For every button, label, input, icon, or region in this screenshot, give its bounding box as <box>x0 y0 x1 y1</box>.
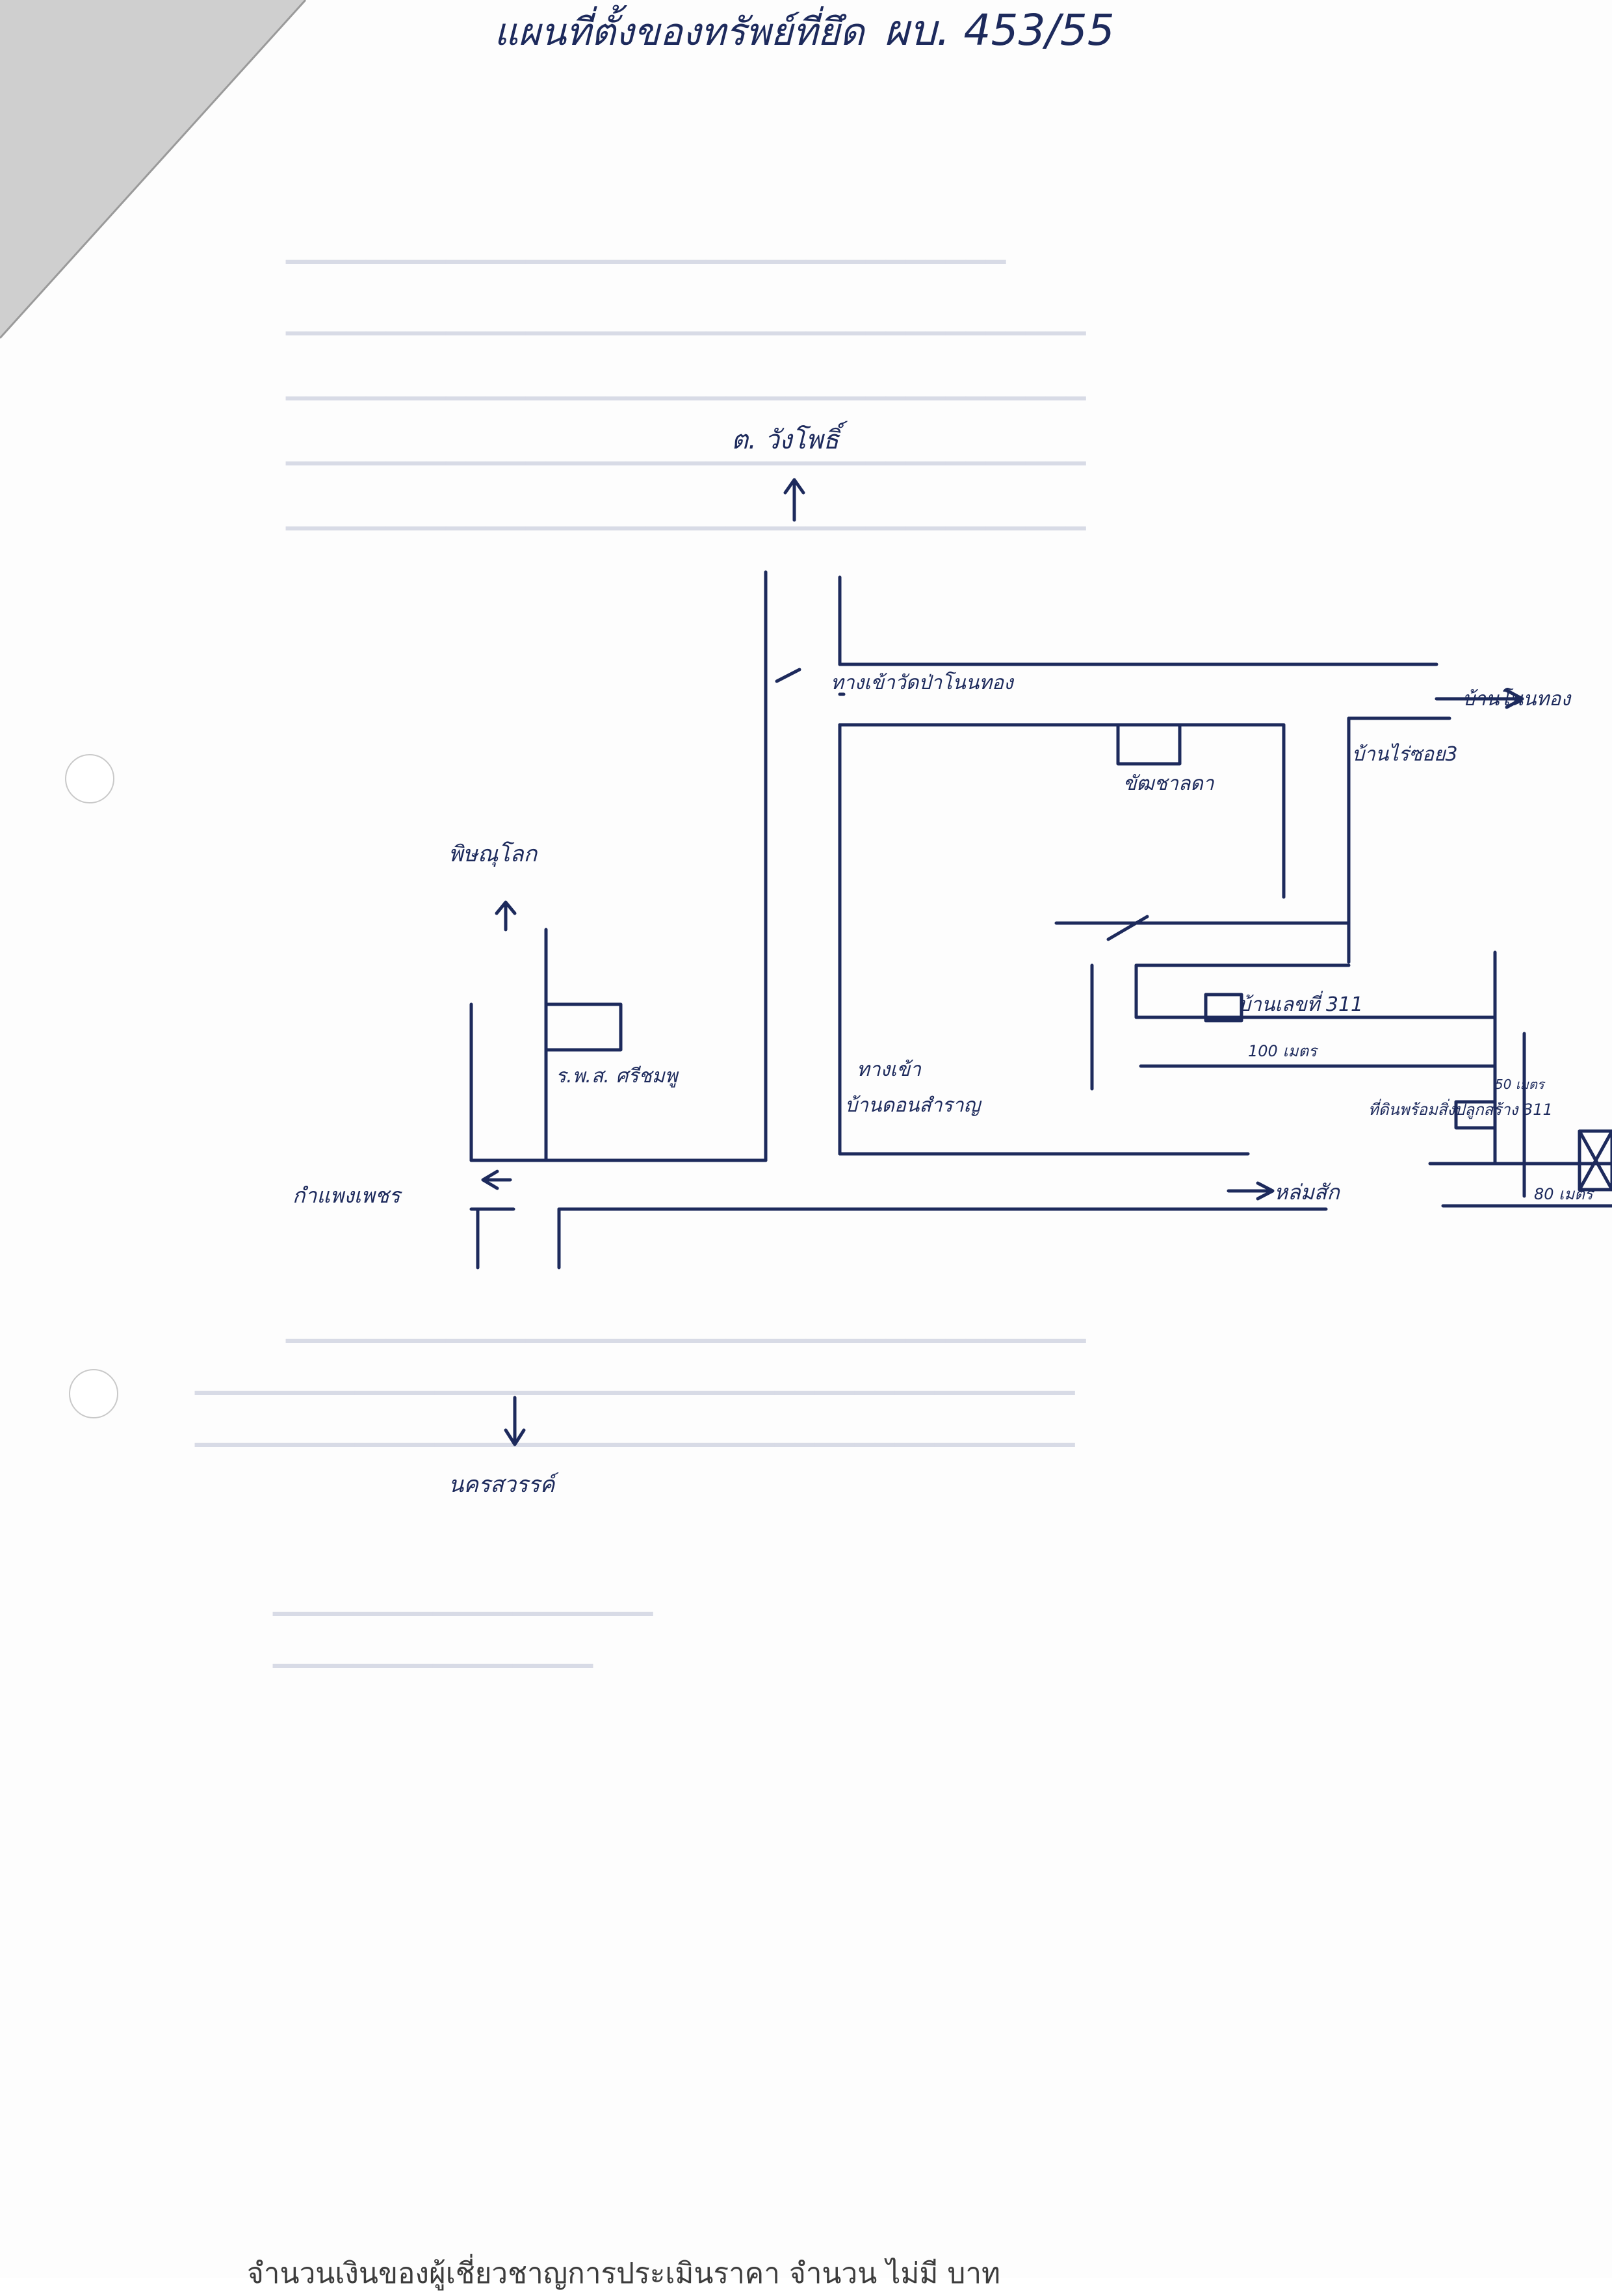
page-title: แผนที่ตั้งของทรัพย์ที่ยึด <box>494 10 864 54</box>
label-temple-road: ทางเข้าวัดป่าโนนทอง <box>831 671 1015 694</box>
label-dist-80: 80 เมตร <box>1534 1185 1595 1203</box>
label-lom-sak: หล่มสัก <box>1274 1180 1340 1205</box>
label-school-left: ร.พ.ส. ศรีชมพู <box>556 1065 679 1088</box>
label-village-road: บ้านดอนสำราญ <box>845 1094 982 1117</box>
bleed-through-line: ▁▁▁▁▁▁▁▁▁▁▁▁▁▁▁▁▁▁▁▁▁▁▁▁▁▁▁▁▁▁▁▁▁▁▁▁▁▁▁▁ <box>286 1313 1086 1343</box>
bleed-through-line: ▁▁▁▁▁▁▁▁▁▁▁▁▁▁▁▁ <box>273 1638 593 1668</box>
block-top-edge <box>838 723 1286 899</box>
bleed-through-line: ▁▁▁▁▁▁▁▁▁▁▁▁▁▁▁▁▁▁▁▁▁▁▁▁▁▁▁▁▁▁▁▁▁▁▁▁▁▁▁▁… <box>195 1417 1075 1447</box>
footer-note: จำนวนเงินของผู้เชี่ยวชาญการประเมินราคา จ… <box>247 2257 1001 2290</box>
block-left-edge <box>838 723 1094 1156</box>
label-path-to: ทางเข้า <box>857 1058 922 1081</box>
punch-hole <box>65 754 114 803</box>
bleed-through-line: ▁▁▁▁▁▁▁▁▁▁▁▁▁▁▁▁▁▁▁ <box>273 1586 653 1616</box>
label-north: ต. วังโพธิ์ <box>731 421 848 455</box>
bleed-through-line: ▁▁▁▁▁▁▁▁▁▁▁▁▁▁▁▁▁▁▁▁▁▁▁▁▁▁▁▁▁▁▁▁▁▁▁▁ <box>286 234 1006 264</box>
label-ban-non-tong: บ้านโนนทอง <box>1462 687 1572 711</box>
label-land: ที่ดินพร้อมสิ่งปลูกสร้าง 311 <box>1368 1099 1553 1119</box>
label-house: บ้านเลขที่ 311 <box>1238 991 1363 1016</box>
bleed-through-line: ▁▁▁▁▁▁▁▁▁▁▁▁▁▁▁▁▁▁▁▁▁▁▁▁▁▁▁▁▁▁▁▁▁▁▁▁▁▁▁▁ <box>286 501 1086 530</box>
label-phichit-school: ขัฒชาลดา <box>1123 772 1215 795</box>
bleed-through-line: ▁▁▁▁▁▁▁▁▁▁▁▁▁▁▁▁▁▁▁▁▁▁▁▁▁▁▁▁▁▁▁▁▁▁▁▁▁▁▁▁… <box>195 1365 1075 1395</box>
label-dist-50: 50 เมตร <box>1495 1076 1546 1092</box>
label-dist-100: 100 เมตร <box>1248 1042 1319 1060</box>
label-kamphaeng: กำแพงเพชร <box>292 1183 402 1208</box>
punch-hole <box>69 1369 118 1418</box>
document-number: ผบ. 453/55 <box>884 5 1115 55</box>
bleed-through-line: ▁▁▁▁▁▁▁▁▁▁▁▁▁▁▁▁▁▁▁▁▁▁▁▁▁▁▁▁▁▁▁▁▁▁▁▁▁▁▁▁ <box>286 306 1086 335</box>
label-ban-rai-soi: บ้านไร่ซอย3 <box>1352 743 1458 766</box>
label-south: นครสวรรค์ <box>448 1472 559 1498</box>
label-phitsanulok: พิษณุโลก <box>448 841 538 867</box>
bleed-through-line: ▁▁▁▁▁▁▁▁▁▁▁▁▁▁▁▁▁▁▁▁▁▁▁▁▁▁▁▁▁▁▁▁▁▁▁▁▁▁▁▁ <box>286 436 1086 465</box>
bleed-through-line: ▁▁▁▁▁▁▁▁▁▁▁▁▁▁▁▁▁▁▁▁▁▁▁▁▁▁▁▁▁▁▁▁▁▁▁▁▁▁▁▁ <box>286 371 1086 400</box>
